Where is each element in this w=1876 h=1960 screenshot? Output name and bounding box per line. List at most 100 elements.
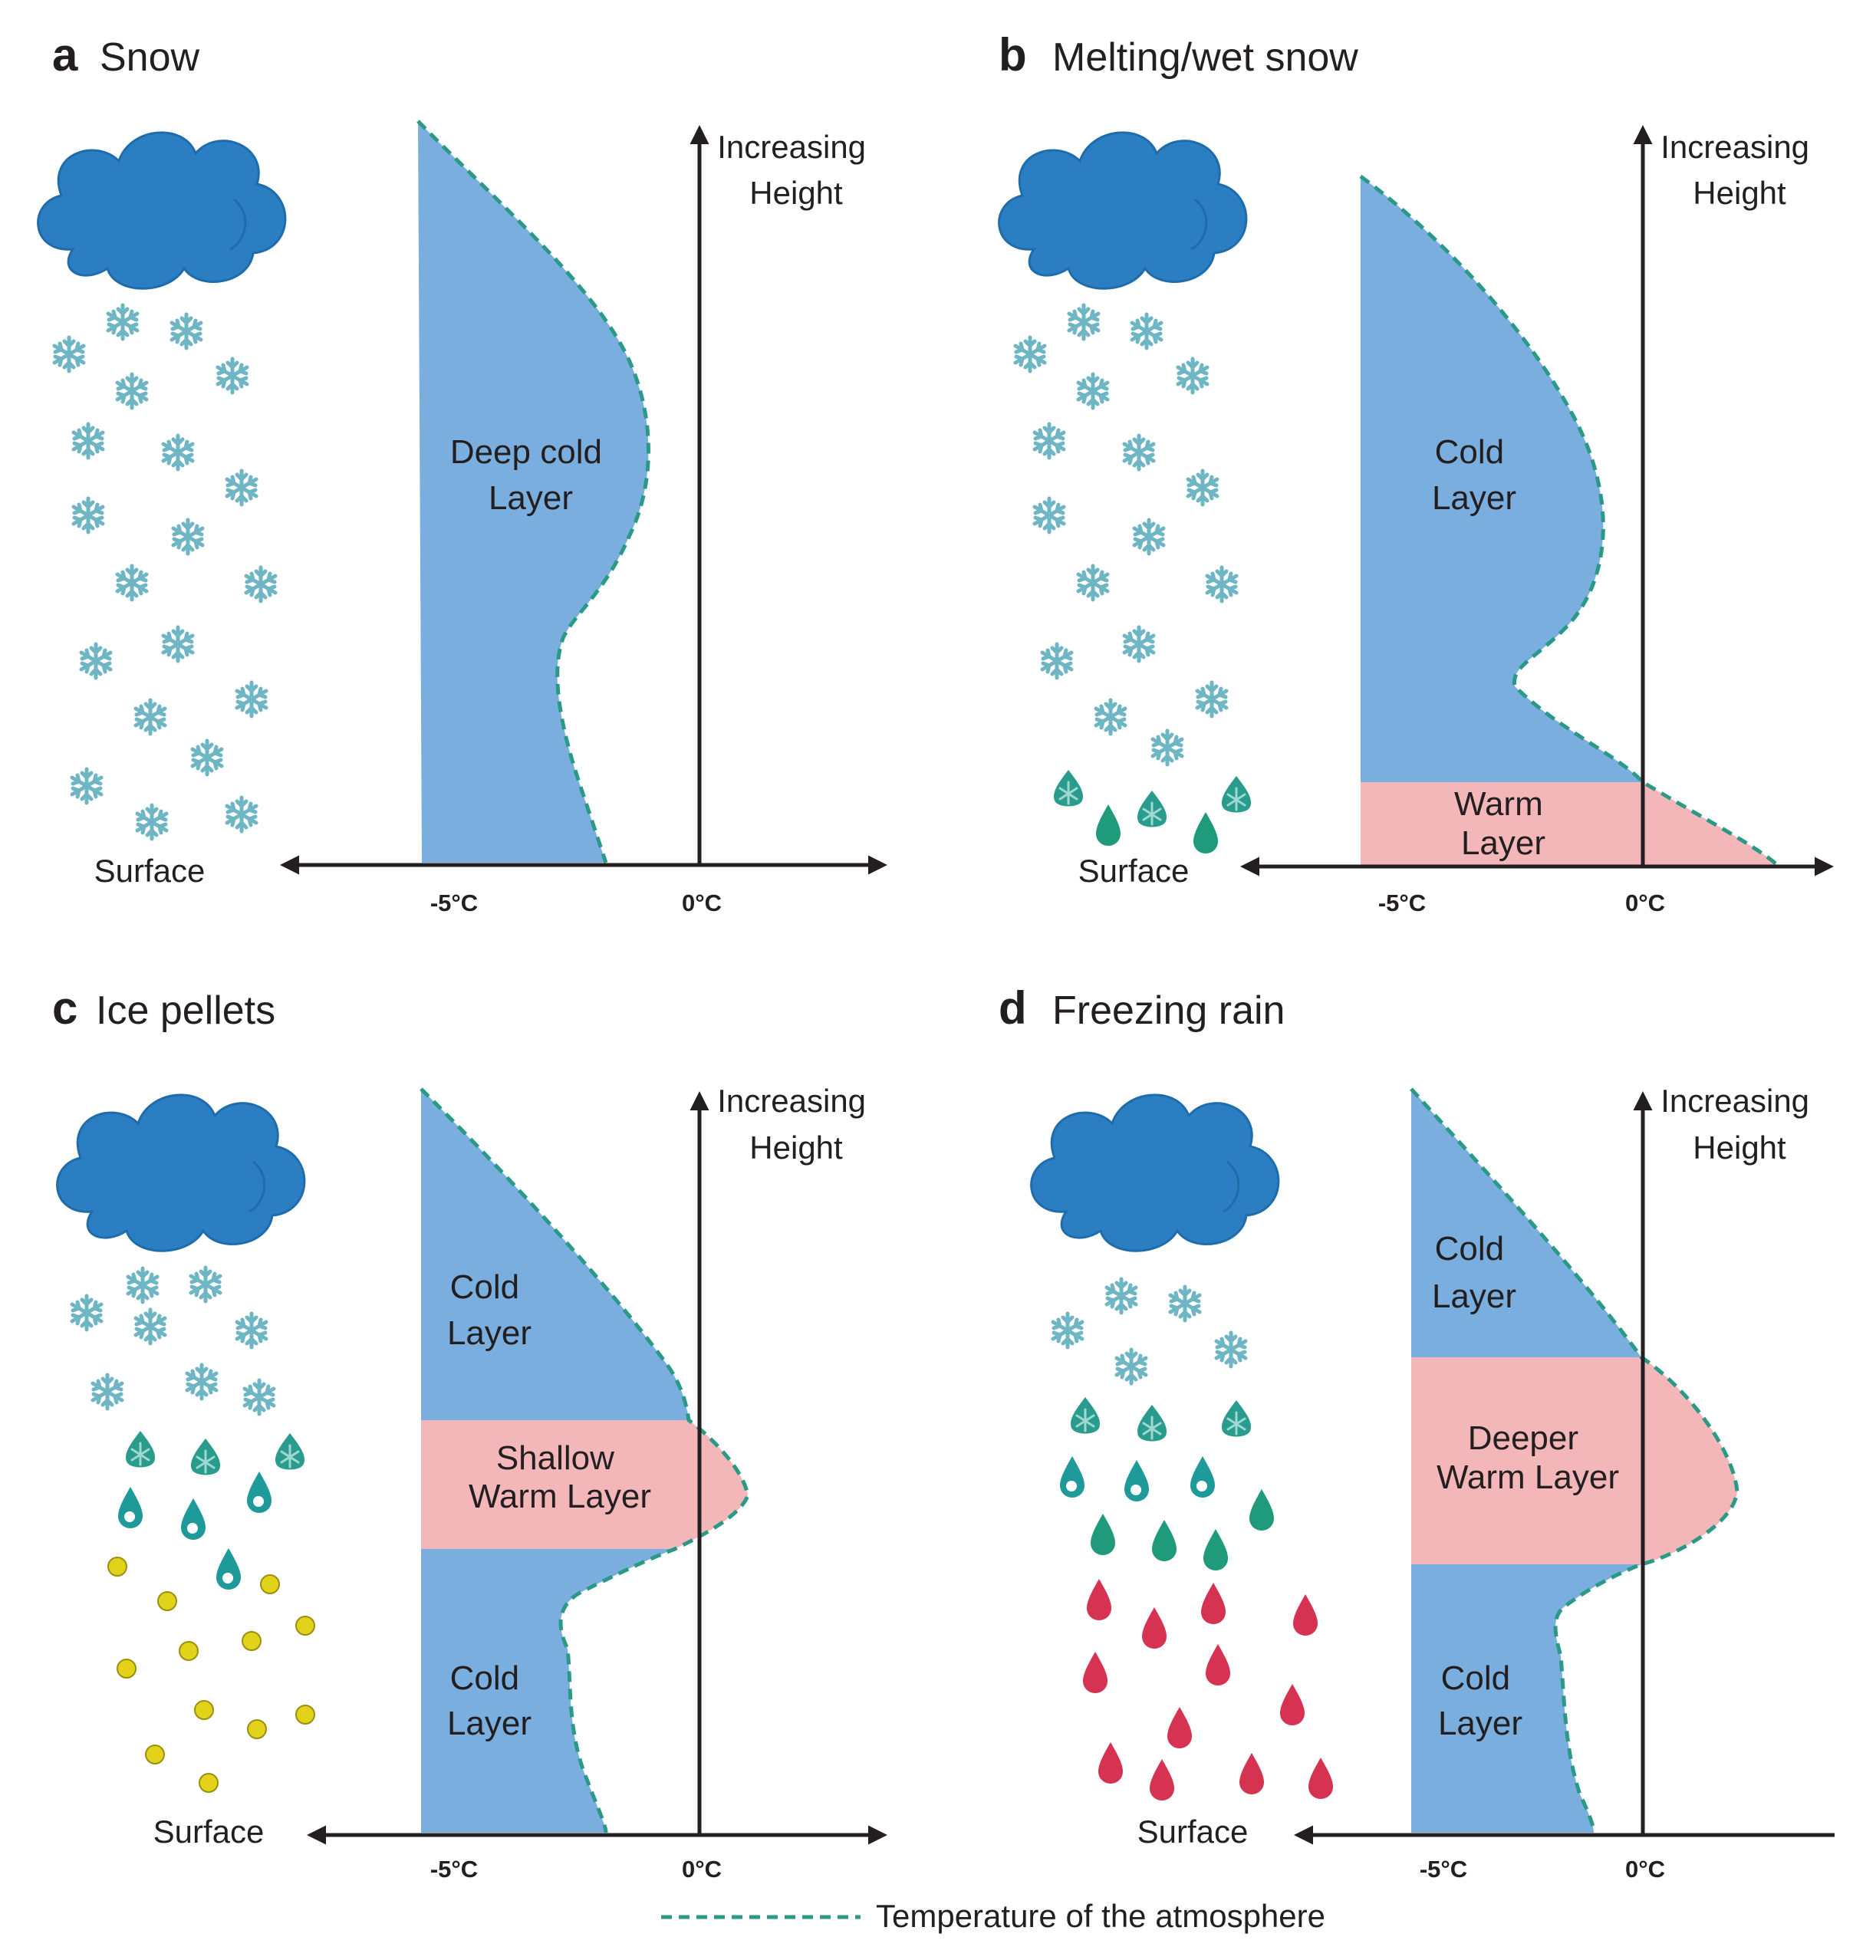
snowflake-icon: [227, 797, 256, 831]
panel-letter: a: [52, 29, 78, 81]
wet-snow-icon: [124, 1429, 156, 1468]
snowflake-icon: [1153, 731, 1182, 765]
layer-label: Cold Layer: [1432, 433, 1516, 517]
snowflake-icon: [237, 682, 266, 716]
warm-layer: [1411, 1357, 1737, 1564]
ice-pellet-icon: [260, 1574, 280, 1594]
snowflake-icon: [1078, 374, 1107, 408]
snowflake-icon: [1117, 1350, 1146, 1383]
wet-snow-group: [1052, 768, 1252, 828]
snowflake-icon: [245, 1380, 274, 1414]
snowflake-icon: [1078, 566, 1107, 600]
ice-pellet-icon: [107, 1557, 127, 1577]
cold-layer: [418, 121, 649, 863]
snowflake-icon: [1069, 305, 1098, 339]
snowflake-group: [1053, 1279, 1246, 1383]
freezing-drop-icon: [1201, 1583, 1226, 1624]
freezing-drop-icon: [1239, 1753, 1264, 1794]
snowflake-icon: [1124, 627, 1154, 661]
snowflake-icon: [1207, 567, 1236, 601]
layer-label: Cold Layer: [1432, 1230, 1516, 1315]
layer-label: Cold Layer: [447, 1659, 532, 1742]
tick-label: -5°C: [430, 1856, 478, 1883]
snowflake-icon: [54, 337, 84, 371]
y-axis-label: Increasing Height: [1660, 1083, 1818, 1166]
layer-label: Cold Layer: [447, 1268, 532, 1352]
layer-label: Shallow Warm Layer: [469, 1439, 651, 1515]
freezing-drop-icon: [1293, 1594, 1318, 1636]
snowflake-icon: [72, 1296, 101, 1330]
liquid-drop-icon: [1152, 1520, 1177, 1561]
snowflake-icon: [128, 1268, 157, 1302]
liquid-drop-group: [1060, 1456, 1274, 1570]
snowflake-icon: [137, 805, 166, 839]
tick-label: -5°C: [1420, 1856, 1467, 1883]
snowflake-icon: [1124, 436, 1154, 469]
warm-layer: [421, 1420, 748, 1549]
wet-snow-icon: [189, 1437, 222, 1476]
ice-pellet-icon: [179, 1641, 199, 1661]
snowflake-icon: [74, 498, 103, 532]
liquid-drop-icon: [1124, 1460, 1149, 1501]
temperature-line: [416, 120, 650, 863]
ice-pellet-icon: [157, 1591, 177, 1611]
panel-title: Freezing rain: [1052, 988, 1285, 1033]
snowflake-icon: [172, 314, 201, 348]
snowflake-icon: [1107, 1279, 1136, 1313]
y-axis-label: Increasing Height: [717, 129, 874, 211]
tick-label: 0°C: [1625, 890, 1665, 916]
cold-layer: [1361, 176, 1643, 782]
cloud-icon: [998, 131, 1248, 290]
layer-label: Deep cold Layer: [450, 433, 611, 517]
snowflake-icon: [1170, 1287, 1200, 1320]
panel-title: Snow: [100, 35, 200, 80]
panel-c: c Ice pellets: [52, 982, 887, 1883]
snowflake-icon: [117, 566, 146, 600]
ice-pellet-icon: [295, 1705, 315, 1725]
layer-label: Deeper Warm Layer: [1437, 1419, 1619, 1496]
liquid-drop-icon: [247, 1472, 272, 1513]
freezing-drop-icon: [1280, 1684, 1305, 1725]
ice-pellet-icon: [242, 1631, 262, 1651]
temperature-line: [1410, 1087, 1739, 1833]
liquid-drop-icon: [1091, 1514, 1115, 1555]
freezing-drop-group: [1083, 1579, 1333, 1801]
cold-layer: [1411, 1564, 1641, 1833]
wet-snow-icon: [1069, 1396, 1101, 1435]
liquid-drop-icon: [1096, 804, 1121, 846]
snowflake-icon: [136, 1310, 165, 1343]
snowflake-icon: [1134, 520, 1163, 554]
surface-label: Surface: [1137, 1814, 1249, 1850]
snowflake-group: [1015, 305, 1236, 765]
wet-snow-group: [124, 1429, 306, 1476]
snowflake-icon: [81, 644, 110, 678]
snowflake-icon: [1096, 700, 1125, 734]
liquid-drop-icon: [1060, 1456, 1084, 1498]
panel-a: a Snow Deep cold: [37, 29, 887, 916]
warm-layer: [1361, 782, 1779, 867]
snowflake-icon: [163, 627, 193, 661]
tick-label: 0°C: [682, 1856, 722, 1883]
wet-snow-icon: [1136, 1403, 1168, 1442]
freezing-drop-icon: [1083, 1652, 1107, 1693]
snowflake-icon: [191, 1268, 220, 1301]
surface-label: Surface: [1078, 853, 1190, 889]
ice-pellet-icon: [194, 1700, 214, 1720]
ice-pellet-group: [107, 1557, 315, 1793]
liquid-drop-icon: [1203, 1529, 1228, 1570]
snowflake-icon: [108, 305, 137, 339]
freezing-drop-icon: [1150, 1759, 1174, 1801]
snowflake-icon: [1042, 644, 1071, 678]
freezing-drop-icon: [1206, 1644, 1230, 1685]
liquid-drop-group: [118, 1472, 272, 1590]
layer-label: Warm Layer: [1454, 785, 1552, 862]
legend: Temperature of the atmosphere: [661, 1898, 1325, 1934]
snowflake-icon: [227, 471, 256, 505]
cloud-icon: [56, 1093, 306, 1252]
y-axis-label: Increasing Height: [1660, 129, 1818, 211]
snowflake-icon: [1216, 1333, 1246, 1366]
snowflake-icon: [1053, 1314, 1082, 1347]
snowflake-icon: [1035, 424, 1064, 458]
snowflake-icon: [1015, 337, 1045, 371]
